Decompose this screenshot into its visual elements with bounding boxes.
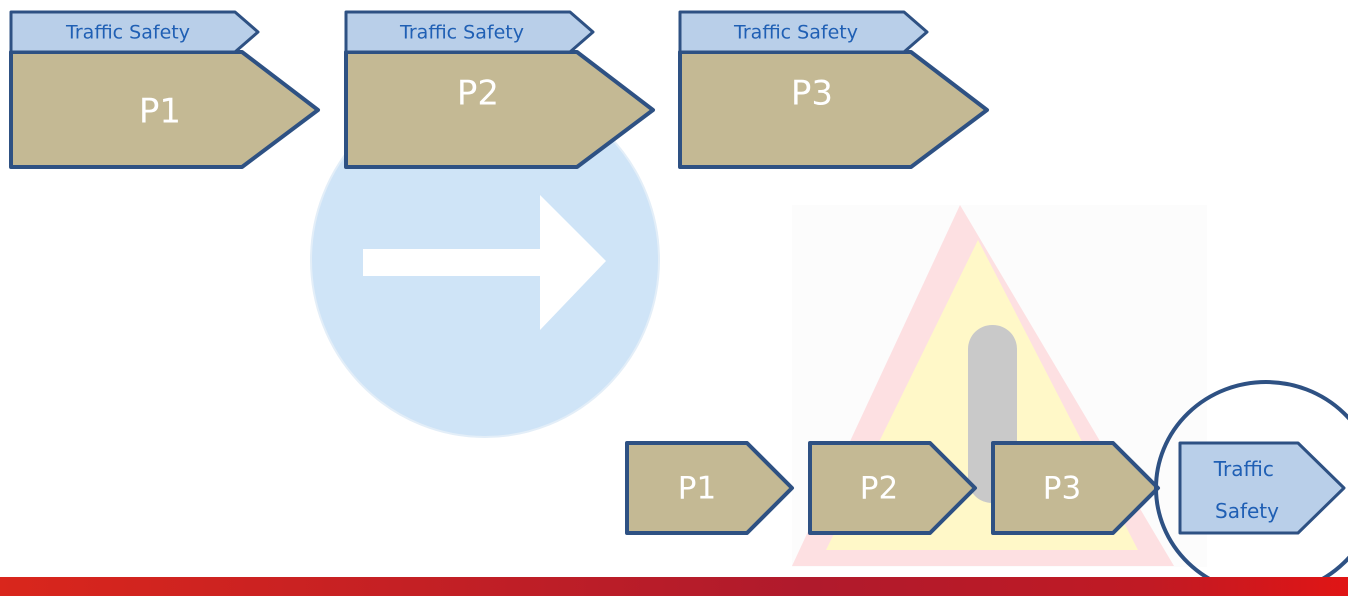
process-label: P2 — [860, 471, 898, 507]
final-traffic-safety-tag: Traffic Safety — [1178, 441, 1346, 535]
process-label: P1 — [139, 92, 181, 132]
traffic-safety-tag: Traffic Safety — [678, 10, 929, 54]
tag-label: Traffic Safety — [65, 22, 190, 44]
tag-label: Traffic Safety — [733, 22, 858, 44]
process-chevron-small: P2 — [808, 441, 977, 535]
process-label: P3 — [1043, 471, 1081, 507]
process-label: P1 — [678, 471, 716, 507]
process-label: P2 — [457, 74, 499, 114]
process-label: P3 — [791, 74, 833, 114]
tag-label: Traffic Safety — [1213, 457, 1280, 523]
process-chevron-small: P3 — [991, 441, 1160, 535]
traffic-safety-tag: Traffic Safety — [344, 10, 595, 54]
process-chevron-small: P1 — [625, 441, 794, 535]
traffic-safety-tag: Traffic Safety — [9, 10, 260, 54]
tag-label: Traffic Safety — [399, 22, 524, 44]
process-chevron: P1 — [9, 50, 320, 169]
right-arrow-circle-icon — [310, 82, 660, 438]
footer-bar — [0, 577, 1348, 596]
tag-line-2: Safety — [1215, 499, 1279, 523]
tag-line-1: Traffic — [1213, 457, 1274, 481]
process-chevron: P3 — [678, 50, 989, 169]
